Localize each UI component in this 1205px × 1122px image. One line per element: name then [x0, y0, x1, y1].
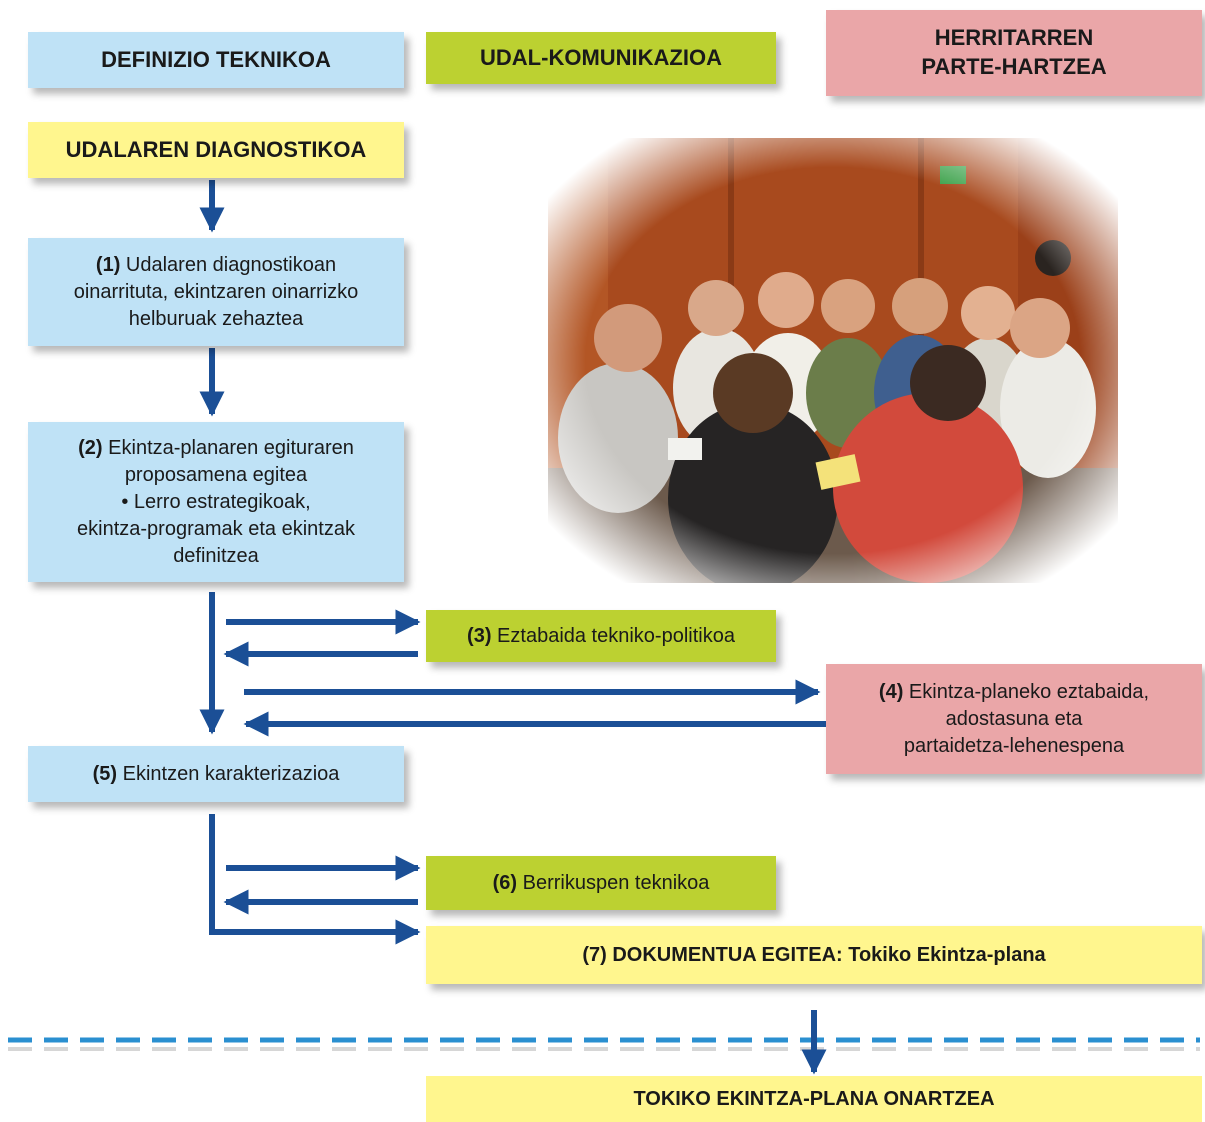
step4-line1: Ekintza-planeko eztabaida,	[908, 680, 1150, 703]
step5-box: (5) Ekintzen karakterizazioa	[28, 746, 404, 802]
step6-number: (6)	[492, 871, 518, 894]
step1-line3: helburuak zehaztea	[128, 307, 304, 330]
step2-line2: proposamena egitea	[124, 463, 308, 486]
step2-line5: definitzea	[173, 544, 259, 567]
header-municipal-communication: UDAL-KOMUNIKAZIOA	[426, 32, 776, 84]
meeting-photo-illustration	[548, 138, 1118, 583]
step2-number: (2)	[78, 436, 103, 459]
step4-box: (4) Ekintza-planeko eztabaida, adostasun…	[826, 664, 1202, 774]
step4-number: (4)	[878, 680, 904, 703]
step2-line1: Ekintza-planaren egituraren	[108, 436, 354, 459]
step2-line3: • Lerro estrategikoak,	[121, 490, 311, 513]
step5-text: Ekintzen karakterizazioa	[122, 762, 340, 785]
step4-line2: adostasuna eta	[945, 707, 1083, 730]
header-citizen-participation: HERRITARREN PARTE-HARTZEA	[826, 10, 1202, 96]
municipal-diagnosis-label: UDALAREN DIAGNOSTIKOA	[65, 137, 367, 163]
step7-box: (7) DOKUMENTUA EGITEA: Tokiko Ekintza-pl…	[426, 926, 1202, 984]
arrow-step5-to-step7	[209, 814, 421, 945]
header-participation-line2: PARTE-HARTZEA	[921, 54, 1107, 79]
header-technical-label: DEFINIZIO TEKNIKOA	[101, 47, 331, 73]
step1-line1: Udalaren diagnostikoan	[125, 253, 337, 276]
step1-line2: oinarrituta, ekintzaren oinarrizko	[73, 280, 359, 303]
step3-number: (3)	[467, 624, 492, 647]
step3-box: (3) Eztabaida tekniko-politikoa	[426, 610, 776, 662]
header-communication-label: UDAL-KOMUNIKAZIOA	[480, 45, 722, 71]
step4-line3: partaidetza-lehenespena	[903, 734, 1125, 757]
step1-box: (1) Udalaren diagnostikoan oinarrituta, …	[28, 238, 404, 346]
header-technical-definition: DEFINIZIO TEKNIKOA	[28, 32, 404, 88]
step3-text: Eztabaida tekniko-politikoa	[497, 624, 735, 647]
step6-text: Berrikuspen teknikoa	[522, 871, 710, 894]
step5-number: (5)	[92, 762, 118, 785]
approval-box: TOKIKO EKINTZA-PLANA ONARTZEA	[426, 1076, 1202, 1122]
step7-text: (7) DOKUMENTUA EGITEA: Tokiko Ekintza-pl…	[582, 943, 1046, 966]
step1-number: (1)	[95, 253, 121, 276]
step6-box: (6) Berrikuspen teknikoa	[426, 856, 776, 910]
header-participation-line1: HERRITARREN	[934, 25, 1094, 51]
municipal-diagnosis-box: UDALAREN DIAGNOSTIKOA	[28, 122, 404, 178]
step2-line4: ekintza-programak eta ekintzak	[77, 517, 355, 540]
approval-label: TOKIKO EKINTZA-PLANA ONARTZEA	[633, 1087, 995, 1110]
meeting-photo	[548, 138, 1118, 583]
step2-box: (2) Ekintza-planaren egituraren proposam…	[28, 422, 404, 582]
